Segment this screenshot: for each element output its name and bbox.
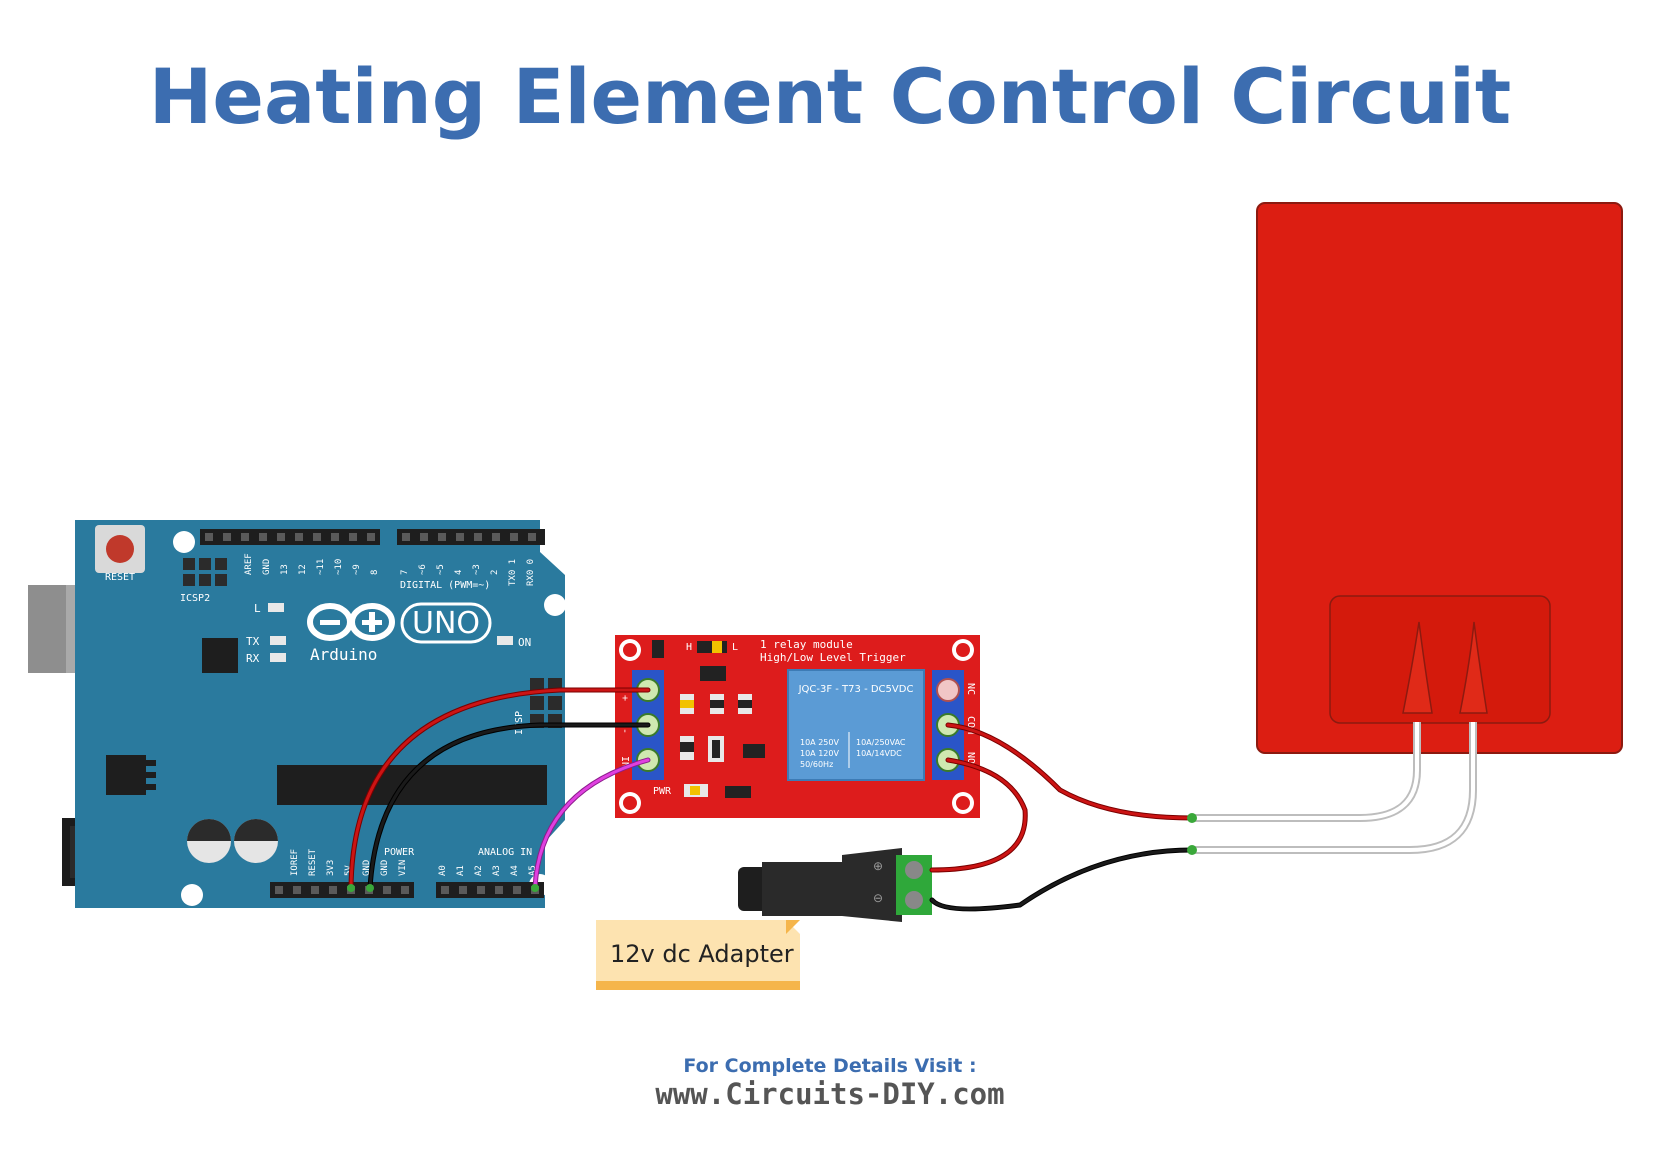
svg-text:RESET: RESET bbox=[308, 848, 318, 876]
svg-text:PWR: PWR bbox=[653, 786, 672, 797]
svg-text:~11: ~11 bbox=[316, 559, 326, 575]
svg-text:4: 4 bbox=[454, 570, 464, 575]
svg-text:POWER: POWER bbox=[384, 847, 415, 858]
svg-text:JQC-3F - T73 - DC5VDC: JQC-3F - T73 - DC5VDC bbox=[798, 684, 914, 695]
footer-url: www.Circuits-DIY.com bbox=[655, 1077, 1005, 1111]
svg-text:1 relay module: 1 relay module bbox=[760, 638, 853, 651]
svg-text:+: + bbox=[619, 695, 630, 701]
svg-text:~9: ~9 bbox=[352, 564, 362, 575]
relay-module: + - IN NC COM NO JQC-3F - T73 - DC5VDC 1… bbox=[615, 635, 980, 818]
svg-text:~5: ~5 bbox=[436, 564, 446, 575]
svg-text:RX: RX bbox=[246, 652, 260, 665]
svg-text:10A/14VDC: 10A/14VDC bbox=[856, 749, 902, 758]
svg-text:ICSP: ICSP bbox=[514, 711, 525, 735]
reset-label: RESET bbox=[105, 572, 135, 583]
svg-text:High/Low Level Trigger: High/Low Level Trigger bbox=[760, 651, 906, 664]
arduino-wordmark: Arduino bbox=[310, 645, 377, 664]
aref-label: AREF bbox=[244, 553, 254, 575]
footer-caption: For Complete Details Visit : bbox=[683, 1055, 977, 1077]
svg-text:10A 250V: 10A 250V bbox=[800, 738, 839, 747]
relay-cube bbox=[787, 669, 925, 781]
analog-header bbox=[436, 882, 544, 898]
svg-text:RX0 0: RX0 0 bbox=[526, 559, 536, 586]
svg-text:7: 7 bbox=[400, 570, 410, 575]
digital-label: DIGITAL (PWM=~) bbox=[400, 580, 490, 591]
svg-text:13: 13 bbox=[280, 564, 290, 575]
svg-text:A3: A3 bbox=[492, 865, 502, 876]
svg-text:~10: ~10 bbox=[334, 559, 344, 575]
svg-text:ANALOG IN: ANALOG IN bbox=[478, 847, 532, 858]
svg-text:TX0 1: TX0 1 bbox=[508, 559, 518, 586]
svg-text:10A/250VAC: 10A/250VAC bbox=[856, 738, 906, 747]
svg-text:A2: A2 bbox=[474, 865, 484, 876]
svg-text:GND: GND bbox=[362, 860, 372, 876]
svg-text:GND: GND bbox=[380, 860, 390, 876]
svg-text:COM: COM bbox=[965, 716, 976, 734]
svg-text:IN: IN bbox=[619, 756, 630, 768]
power-header bbox=[270, 882, 414, 898]
svg-text:IOREF: IOREF bbox=[290, 849, 300, 876]
svg-text:VIN: VIN bbox=[398, 860, 408, 876]
adapter-note: 12v dc Adapter bbox=[596, 920, 800, 990]
svg-text:⊕: ⊕ bbox=[873, 859, 883, 873]
svg-text:-: - bbox=[619, 728, 630, 734]
page-title: Heating Element Control Circuit bbox=[148, 52, 1512, 141]
svg-text:⊖: ⊖ bbox=[873, 891, 883, 905]
wires bbox=[347, 687, 1197, 912]
svg-text:NO: NO bbox=[965, 752, 976, 764]
svg-text:A1: A1 bbox=[456, 865, 466, 876]
svg-text:10A 120V: 10A 120V bbox=[800, 749, 839, 758]
svg-text:3V3: 3V3 bbox=[326, 860, 336, 876]
svg-text:12: 12 bbox=[298, 564, 308, 575]
svg-text:ON: ON bbox=[518, 636, 531, 649]
arduino-logo bbox=[307, 603, 395, 641]
digital-header-right bbox=[397, 529, 545, 545]
svg-text:L: L bbox=[254, 602, 261, 615]
uno-label: UNO bbox=[412, 606, 480, 641]
svg-text:5V: 5V bbox=[344, 865, 354, 876]
svg-text:A0: A0 bbox=[438, 865, 448, 876]
arduino-uno-board: RESET ICSP2 AREF GND 13 12 ~11 ~10 ~9 8 … bbox=[28, 520, 566, 908]
heating-element bbox=[1192, 202, 1623, 854]
svg-text:~3: ~3 bbox=[472, 564, 482, 575]
svg-text:50/60Hz: 50/60Hz bbox=[800, 760, 833, 769]
svg-text:8: 8 bbox=[370, 570, 380, 575]
svg-text:NC: NC bbox=[965, 683, 976, 695]
dc-adapter-jack: ⊕ ⊖ bbox=[738, 848, 932, 922]
svg-text:H: H bbox=[686, 642, 692, 653]
svg-text:A4: A4 bbox=[510, 865, 520, 876]
icsp2-label: ICSP2 bbox=[180, 593, 210, 604]
svg-text:L: L bbox=[732, 642, 738, 653]
svg-text:~6: ~6 bbox=[418, 564, 428, 575]
svg-text:2: 2 bbox=[490, 570, 500, 575]
svg-text:TX: TX bbox=[246, 635, 260, 648]
gnd-label: GND bbox=[262, 559, 272, 575]
svg-text:A5: A5 bbox=[528, 865, 538, 876]
adapter-label: 12v dc Adapter bbox=[610, 940, 794, 968]
